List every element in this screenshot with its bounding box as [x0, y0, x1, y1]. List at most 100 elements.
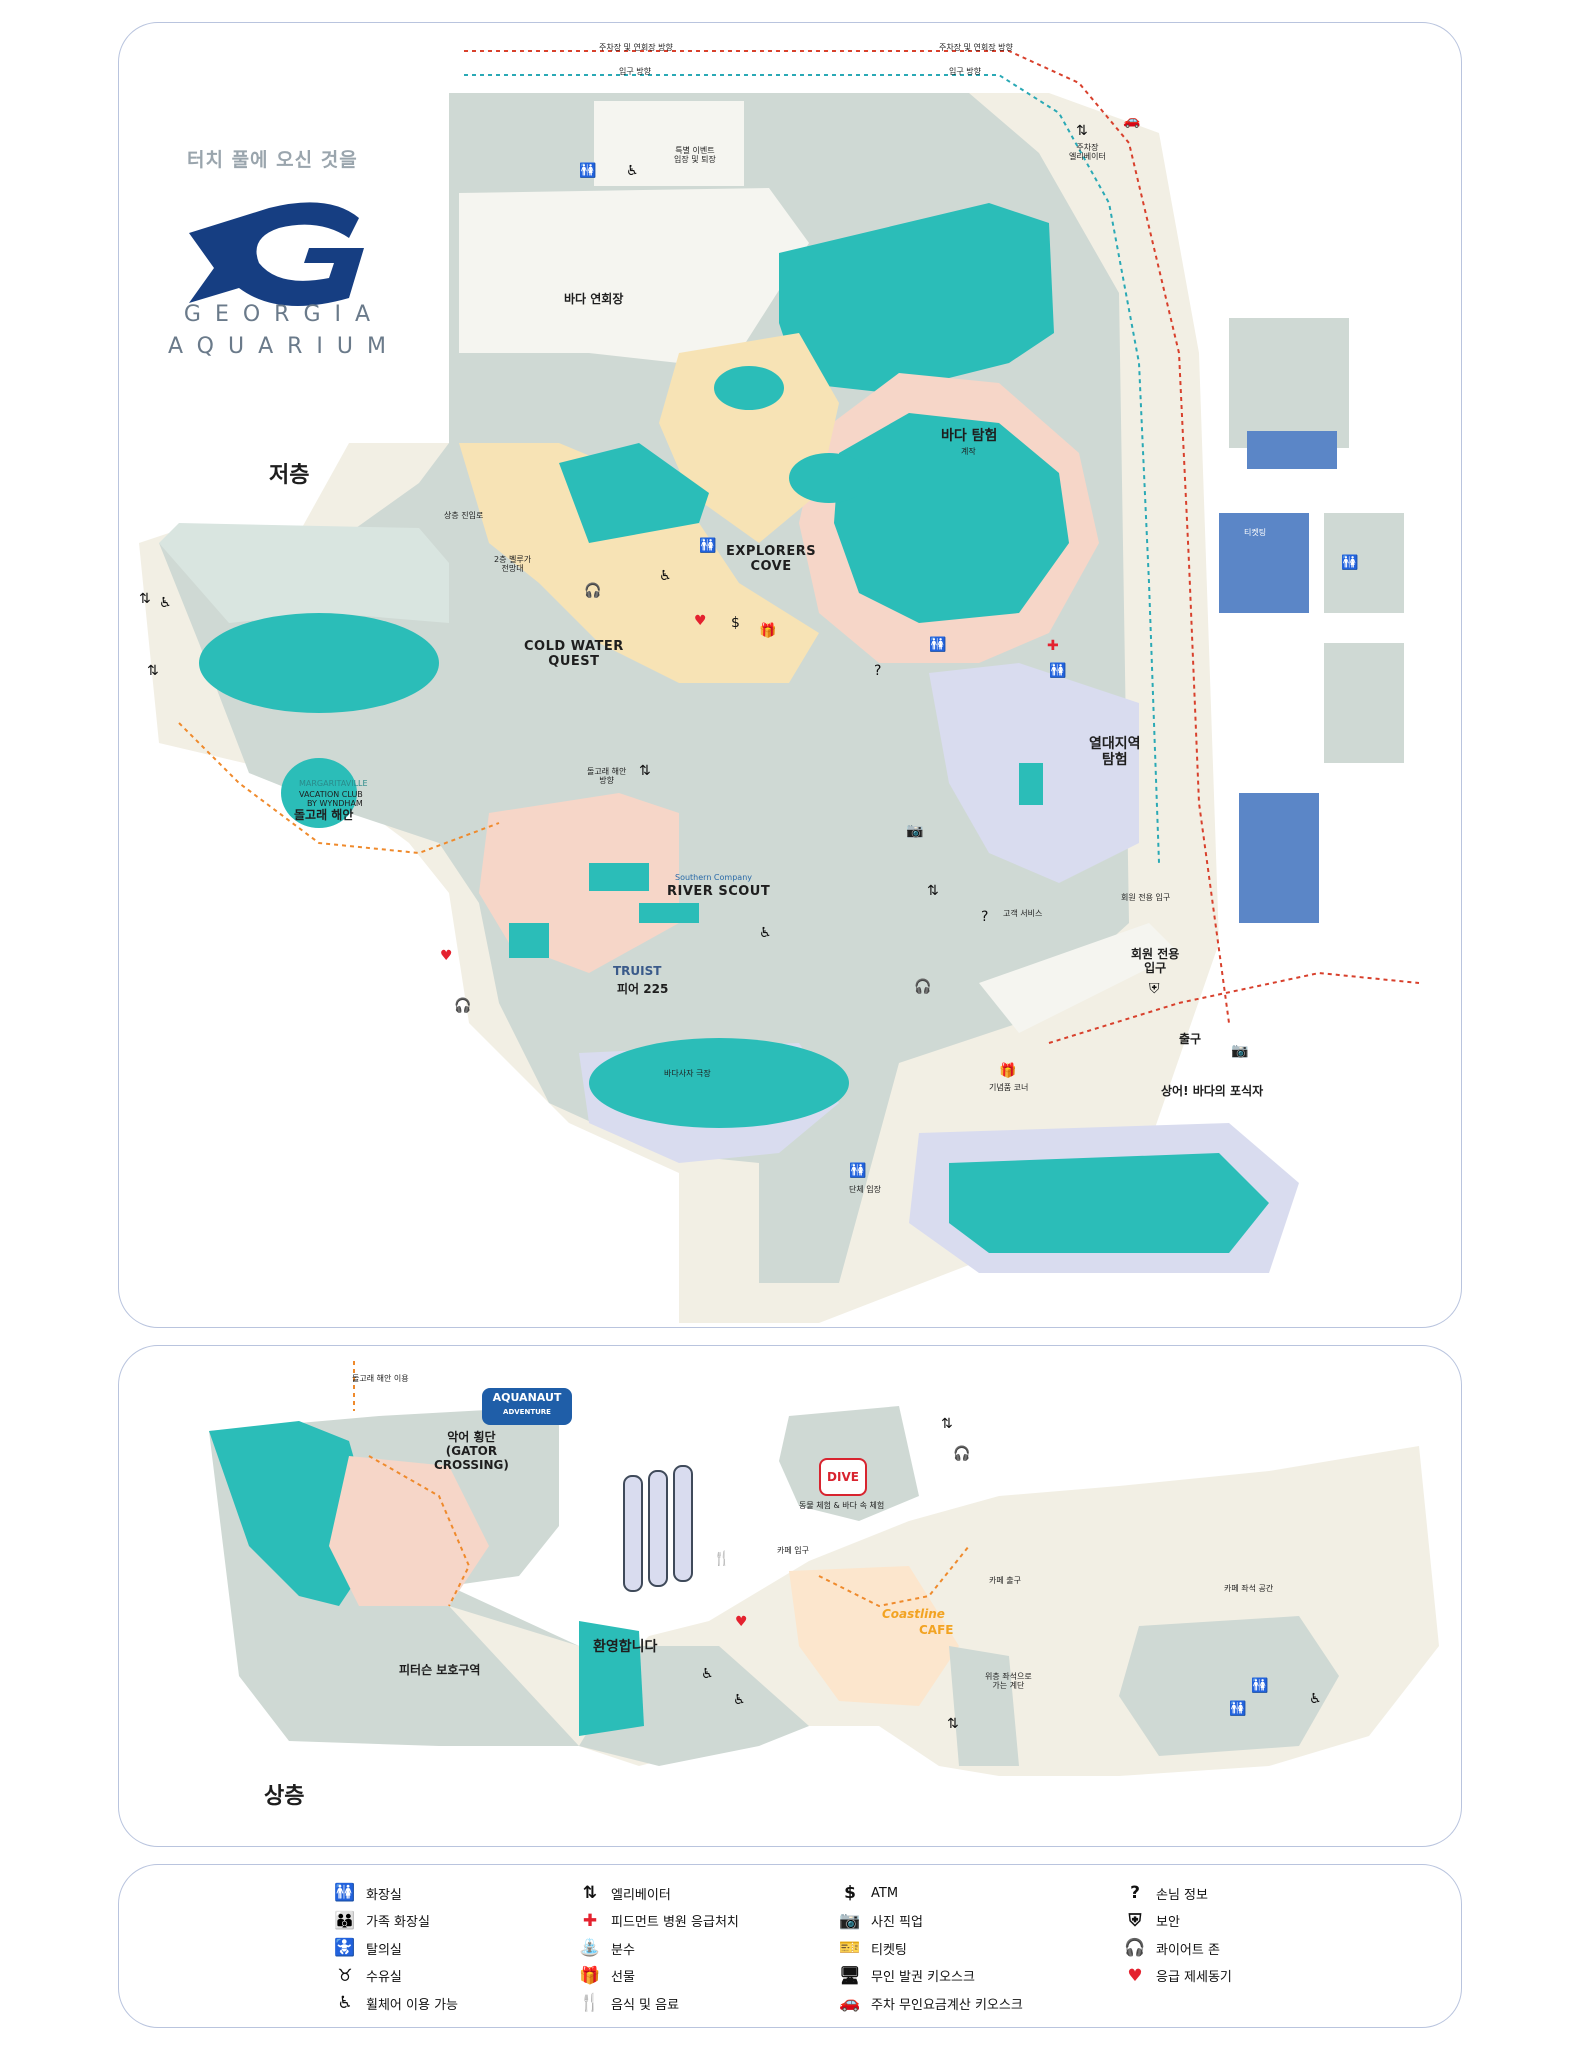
- elevator-icon[interactable]: ⇅: [947, 1716, 959, 1732]
- label-ocean-voyager-sub: 계작: [961, 447, 976, 456]
- label-dive: DIVE: [827, 1470, 859, 1484]
- atm-icon[interactable]: $: [731, 615, 740, 631]
- route-entrance: [464, 74, 1160, 864]
- right-building-a: [1229, 318, 1349, 448]
- route-gator: [368, 1455, 471, 1607]
- wheelchair-icon[interactable]: ♿: [626, 163, 639, 179]
- member-corridor: [979, 923, 1179, 1033]
- label-margaritaville: MARGARITAVILLE: [299, 779, 368, 788]
- elevator-icon[interactable]: ⇅: [941, 1416, 953, 1432]
- label-explorers-cove: EXPLORERS COVE: [726, 544, 817, 574]
- label-cafe-name1: Coastline: [882, 1607, 945, 1621]
- restroom-icon[interactable]: 🚻: [1341, 555, 1359, 571]
- label-upper-entrance: 상층 진입로: [444, 511, 484, 520]
- dolphin-amphitheater-seating: [159, 523, 449, 623]
- legend-item-ticket-kiosk: 🖥무인 발권 키오스크: [839, 1966, 975, 1986]
- restroom-icon[interactable]: 🚻: [1251, 1678, 1269, 1694]
- route-label-parking: 주차장 및 연회장 방향: [599, 43, 673, 52]
- parking-kiosk-icon: 🚗: [839, 1993, 861, 2013]
- elevator-icon[interactable]: ⇅: [139, 591, 151, 607]
- legend-label: 티켓팅: [871, 1942, 907, 1958]
- river-scout-tank-c: [639, 903, 699, 923]
- restroom-icon[interactable]: 🚻: [1229, 1701, 1247, 1717]
- parking-kiosk-icon[interactable]: 🚗: [1123, 113, 1141, 129]
- label-river-scout: RIVER SCOUT: [667, 884, 771, 899]
- photo-pickup-icon[interactable]: 📷: [1231, 1043, 1249, 1059]
- first-aid-icon[interactable]: ✚: [1047, 638, 1059, 654]
- stair-area: [949, 1646, 1019, 1766]
- legend-item-restroom: 🚻화장실: [334, 1883, 401, 1903]
- legend-item-aed: ♥응급 제세동기: [1124, 1966, 1232, 1986]
- welcome-text: 터치 풀에 오신 것을: [187, 149, 358, 171]
- aed-icon[interactable]: ♥: [694, 613, 707, 629]
- sea-lion-pool: [589, 1038, 849, 1128]
- legend-item-nursing: ♉수유실: [334, 1966, 402, 1986]
- restroom-icon: 🚻: [334, 1883, 356, 1903]
- route-label-parking-2: 주차장 및 연회장 방향: [939, 43, 1013, 52]
- legend-label: 수유실: [366, 1970, 402, 1985]
- aed-icon[interactable]: ♥: [440, 948, 453, 964]
- legend-item-security: ⛨보안: [1124, 1911, 1180, 1931]
- label-parking-elevator: 주차장 엘리베이터: [1069, 143, 1106, 162]
- audio-zone-icon[interactable]: 🎧: [584, 583, 602, 599]
- label-pier225-brand: TRUIST: [613, 964, 662, 978]
- guest-info-icon[interactable]: ?: [874, 663, 882, 679]
- elevator-icon[interactable]: ⇅: [147, 663, 159, 679]
- ticket-icon: 🎫: [839, 1938, 861, 1958]
- lower-level-map: 터치 풀에 오신 것을 GEORGIA AQUARIUM 저층 주차장 및 연회…: [118, 22, 1462, 1328]
- gift-icon[interactable]: 🎁: [759, 623, 777, 639]
- legend-label: 선물: [611, 1970, 635, 1985]
- beluga-tank: [559, 443, 709, 543]
- restroom-icon[interactable]: 🚻: [849, 1163, 867, 1179]
- ticketing-building: [1219, 513, 1309, 613]
- food-drink-icon[interactable]: 🍴: [713, 1551, 731, 1567]
- photo-pickup-icon[interactable]: 📷: [906, 823, 924, 839]
- legend-item-family-restroom: 👪 가족 화장실: [334, 1911, 430, 1931]
- restroom-block: [1119, 1616, 1339, 1756]
- elevator-icon[interactable]: ⇅: [639, 763, 651, 779]
- elevator-icon[interactable]: ⇅: [927, 883, 939, 899]
- gift-icon: 🎁: [579, 1965, 601, 1986]
- label-upper-seating-stairs: 위층 좌석으로 가는 계단: [985, 1672, 1032, 1691]
- aed-icon: ♥: [1127, 1965, 1143, 1986]
- label-aquanaut: AQUANAUT: [492, 1391, 562, 1404]
- brand-name-line2: AQUARIUM: [168, 334, 400, 359]
- elevator-icon[interactable]: ⇅: [1076, 123, 1088, 139]
- ocean-ballroom-area: [459, 188, 809, 363]
- label-group-entrance: 단체 입장: [849, 1185, 881, 1194]
- wheelchair-icon[interactable]: ♿: [759, 925, 772, 941]
- label-gator-crossing: 악어 횡단 (GATOR CROSSING): [434, 1430, 509, 1472]
- dive-logo: DIVE: [819, 1458, 867, 1496]
- restroom-icon[interactable]: 🚻: [1049, 663, 1067, 679]
- restroom-building: [1324, 513, 1404, 613]
- wheelchair-icon[interactable]: ♿: [159, 595, 172, 611]
- audio-zone-icon[interactable]: 🎧: [914, 979, 932, 995]
- security-icon: ⛨: [1128, 1910, 1142, 1931]
- stingray-pool: [714, 366, 784, 410]
- family-restroom-icon: 👪: [334, 1910, 356, 1931]
- wheelchair-icon[interactable]: ♿: [659, 568, 672, 584]
- dolphin-coast-pool: [281, 758, 357, 828]
- escalator-upper: [623, 1465, 693, 1592]
- restroom-icon[interactable]: 🚻: [929, 637, 947, 653]
- legend-label: 가족 화장실: [366, 1915, 430, 1930]
- restroom-icon[interactable]: 🚻: [699, 538, 717, 554]
- label-guest-services: 고객 서비스: [1003, 909, 1043, 918]
- security-icon[interactable]: ⛨: [1149, 981, 1160, 997]
- route-label-entrance: 입구 방향: [619, 67, 651, 76]
- aed-icon[interactable]: ♥: [735, 1614, 748, 1630]
- wheelchair-icon: ♿: [337, 1993, 353, 2013]
- wheelchair-icon[interactable]: ♿: [1309, 1691, 1322, 1707]
- label-welcome: 환영합니다: [593, 1639, 658, 1655]
- legend-item-water-fountain: ⛲분수: [579, 1938, 635, 1958]
- brand-name-line1: GEORGIA: [183, 302, 385, 327]
- audio-zone-icon[interactable]: 🎧: [454, 998, 472, 1014]
- legend-item-elevator: ⇅엘리베이터: [579, 1883, 671, 1903]
- guest-info-icon[interactable]: ?: [981, 909, 989, 925]
- restroom-icon[interactable]: 🚻: [579, 163, 597, 179]
- gift-icon[interactable]: 🎁: [999, 1063, 1017, 1079]
- audio-zone-icon[interactable]: 🎧: [953, 1446, 971, 1462]
- wheelchair-icon[interactable]: ♿: [733, 1692, 746, 1708]
- river-scout-tank-b: [509, 923, 549, 958]
- wheelchair-icon[interactable]: ♿: [701, 1666, 714, 1682]
